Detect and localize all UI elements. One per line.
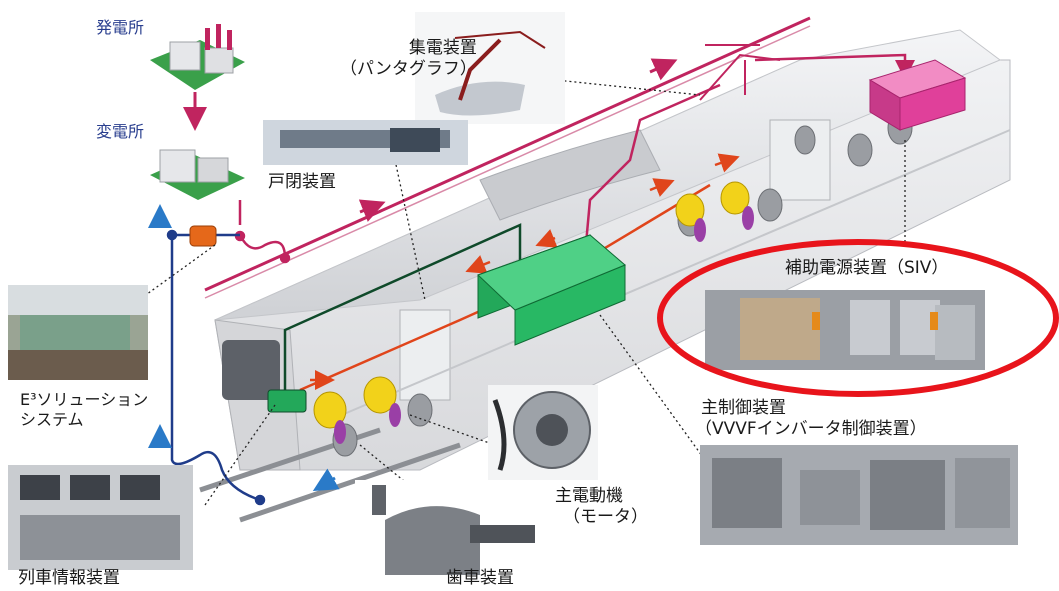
e3-device-box [189,225,217,247]
pantograph-on-roof [699,44,781,101]
train-info-terminal [267,389,307,413]
label-siv: 補助電源装置（SIV） [785,258,949,278]
label-main-controller-line1: 主制御装置 [701,398,786,418]
label-e3-solution: E³ソリューション システム [20,390,148,430]
overhead-wire [204,16,811,299]
motor-photo [488,385,598,480]
label-e3-line1: E³ソリューション [20,390,149,409]
label-train-info: 列車情報装置 [18,568,120,588]
label-door-operator: 戸閉装置 [268,172,336,192]
siv-highlight-ring [657,239,1059,397]
label-current-collector-line1: 集電装置 [408,38,477,58]
label-main-controller-line2: （VVVFインバータ制御装置） [695,419,927,440]
gear-photo [355,480,535,580]
pantograph-feed-line [583,83,721,256]
label-current-collector-line2: （パンタグラフ） [340,59,477,80]
label-traction-motor-line2: （モータ） [563,507,648,528]
traction-motors [313,181,754,444]
main-controller-boxes [477,234,626,346]
label-e3-line2: システム [20,410,84,429]
siv-feed-line [754,53,915,80]
label-main-controller: 主制御装置 （VVVFインバータ制御装置） [695,398,927,441]
label-substation: 変電所 [96,122,145,141]
power-plant-icon [150,24,245,90]
label-power-plant: 発電所 [96,18,145,37]
label-current-collector: 集電装置 （パンタグラフ） [340,38,477,81]
siv-photo [705,290,985,370]
label-traction-motor: 主電動機 （モータ） [555,486,648,529]
pantograph-photo [415,12,565,124]
control-line [283,223,522,395]
door-operator-photo [263,120,468,165]
label-gear: 歯車装置 [446,568,514,588]
substation-icon [150,149,245,200]
siv-box [868,59,967,131]
main-controller-photo [700,445,1018,545]
label-traction-motor-line1: 主電動機 [555,486,623,506]
train-info-photo [8,465,193,570]
power-feed-line [234,200,291,264]
e3-solution-photo [8,285,148,380]
